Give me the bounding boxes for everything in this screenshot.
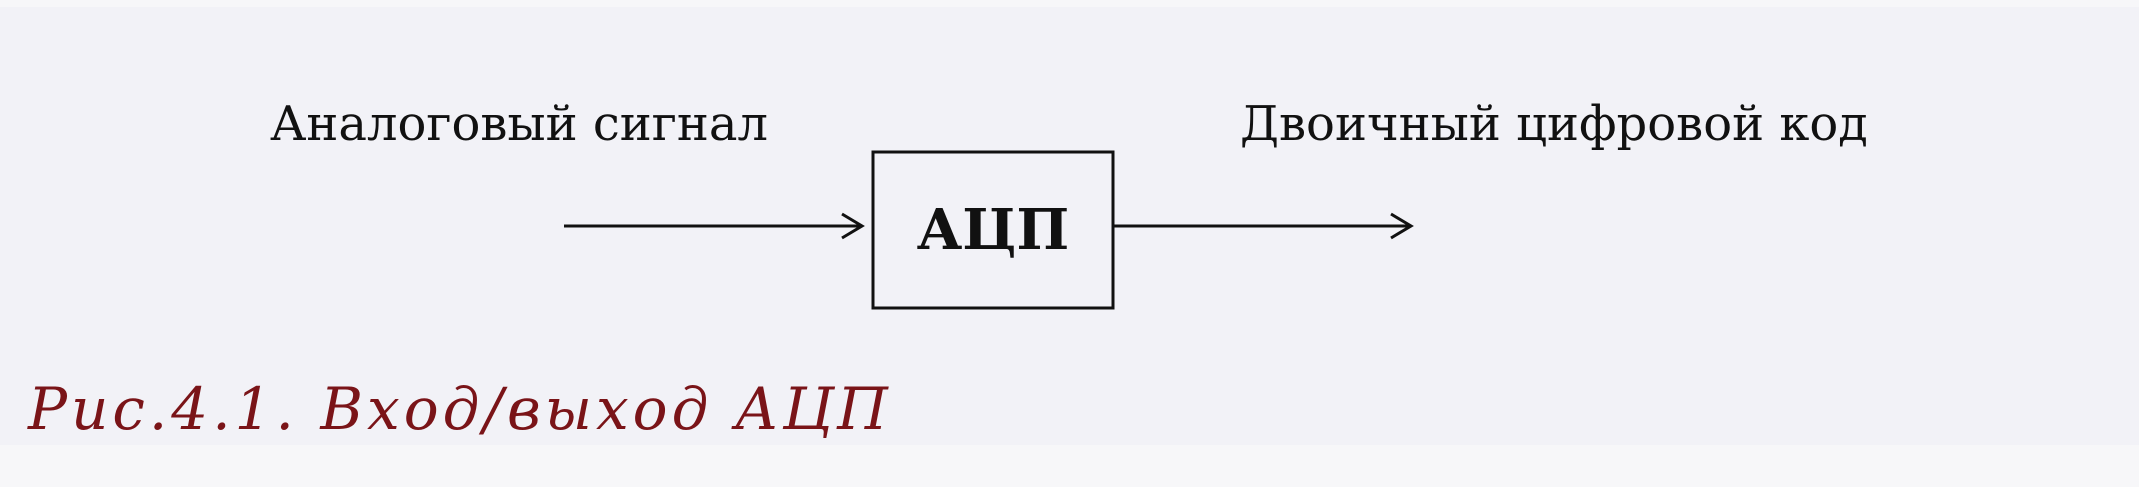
adc-block (871, 150, 1115, 310)
output-code-label: Двоичный цифровой код (1240, 96, 1868, 152)
adc-block-label: АЦП (916, 197, 1070, 263)
figure-panel (0, 7, 2139, 445)
output-arrow (1113, 212, 1414, 240)
input-arrow (564, 212, 865, 240)
input-signal-label: Аналоговый сигнал (270, 96, 768, 152)
figure-caption: Рис.4.1. Вход/выход АЦП (28, 375, 892, 443)
